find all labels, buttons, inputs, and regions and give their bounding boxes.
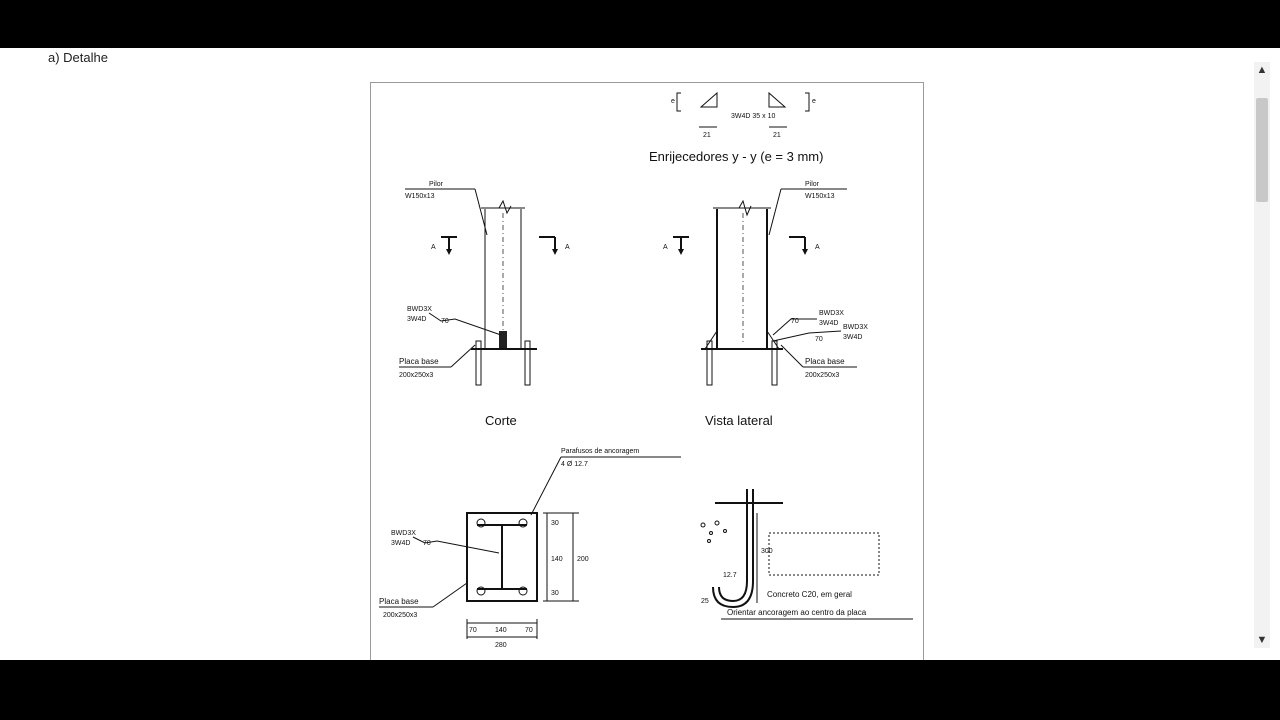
view-title-lateral: Vista lateral: [705, 413, 773, 428]
column-label-right: Pilor: [805, 181, 820, 188]
dim-total: 280: [495, 642, 507, 649]
dim-side-3: 30: [551, 590, 559, 597]
anchor-hook-dim: 12.7: [723, 572, 737, 579]
base-plate-spec-right: 200x250x3: [805, 372, 839, 379]
vertical-scrollbar[interactable]: ▲ ▼: [1254, 62, 1270, 648]
side-view: Pilor W150x13 A A BWD3X 3W4D 70: [663, 181, 868, 428]
drawing-svg: e e 3W4D 35 x 10 21 21 Enrijecedores y -…: [379, 91, 913, 649]
concrete-note: Concreto C20, em geral: [767, 590, 852, 599]
dim-bottom-2: 140: [495, 627, 507, 634]
section-mark-right-b: A: [815, 244, 820, 251]
stiffener-detail: e e 3W4D 35 x 10 21 21 Enrijecedores y -…: [649, 91, 823, 164]
base-plate-plan: Parafusos de ancoragem 4 Ø 12.7 BWD3X 3W…: [379, 448, 681, 649]
weld-callout-plan-2: 3W4D: [391, 540, 410, 547]
scroll-down-icon[interactable]: ▼: [1256, 634, 1268, 646]
technical-drawing: e e 3W4D 35 x 10 21 21 Enrijecedores y -…: [370, 82, 924, 660]
weld-angle-right: 70: [791, 318, 799, 325]
document-viewport[interactable]: a) Detalhe e e 3W4D 35 x 10 21 21 Enrije…: [0, 48, 1280, 660]
dim-side-total: 200: [577, 556, 589, 563]
scroll-up-icon[interactable]: ▲: [1256, 64, 1268, 76]
section-mark-right-a: A: [663, 244, 668, 251]
base-plate-spec-left: 200x250x3: [399, 372, 433, 379]
base-plate-label-left: Placa base: [399, 357, 439, 366]
concrete-hatch: [768, 532, 880, 576]
base-plate-label-plan: Placa base: [379, 597, 419, 606]
stiffener-weld-callout: 3W4D 35 x 10: [731, 113, 775, 120]
stiffener-marker-left: e: [671, 98, 675, 105]
view-title-corte: Corte: [485, 413, 517, 428]
base-plate-label-right: Placa base: [805, 357, 845, 366]
anchor-bend-dim: 25: [701, 598, 709, 605]
section-mark-left-a: A: [431, 244, 436, 251]
dim-bottom-3: 70: [525, 627, 533, 634]
column-label-left: Pilor: [429, 181, 444, 188]
stiffener-dim-left: 21: [703, 132, 711, 139]
weld-callout-right-4: 3W4D: [843, 334, 862, 341]
anchor-note: Orientar ancoragem ao centro da placa: [727, 608, 867, 617]
bolts-label: Parafusos de ancoragem: [561, 448, 639, 455]
base-plate-spec-plan: 200x250x3: [383, 612, 417, 619]
bolts-spec: 4 Ø 12.7: [561, 461, 588, 468]
weld-callout-right-3: BWD3X: [843, 324, 868, 331]
dim-bottom-1: 70: [469, 627, 477, 634]
weld-callout-left-2: 3W4D: [407, 316, 426, 323]
weld-callout-right-2: 3W4D: [819, 320, 838, 327]
weld-callout-left-1: BWD3X: [407, 306, 432, 313]
section-mark-left-b: A: [565, 244, 570, 251]
column-spec-left: W150x13: [405, 193, 435, 200]
aggregate-pattern-left: [700, 520, 727, 543]
weld-angle-plan: 70: [423, 540, 431, 547]
anchor-detail: 300 12.7 25 Concreto C20, em geral Orien…: [700, 489, 913, 620]
scroll-thumb[interactable]: [1256, 98, 1268, 202]
section-view-corte: Pilor W150x13 A A BWD3X 3W4D 70: [399, 181, 570, 428]
dim-side-2: 140: [551, 556, 563, 563]
weld-callout-right-1: BWD3X: [819, 310, 844, 317]
anchor-length: 300: [761, 548, 773, 555]
weld-angle-left: 70: [441, 318, 449, 325]
stiffener-title: Enrijecedores y - y (e = 3 mm): [649, 149, 823, 164]
dim-side-1: 30: [551, 520, 559, 527]
weld-angle-right-2: 70: [815, 336, 823, 343]
stiffener-marker-right: e: [812, 98, 816, 105]
section-heading: a) Detalhe: [48, 50, 108, 65]
column-spec-right: W150x13: [805, 193, 835, 200]
weld-callout-plan-1: BWD3X: [391, 530, 416, 537]
stiffener-dim-right: 21: [773, 132, 781, 139]
